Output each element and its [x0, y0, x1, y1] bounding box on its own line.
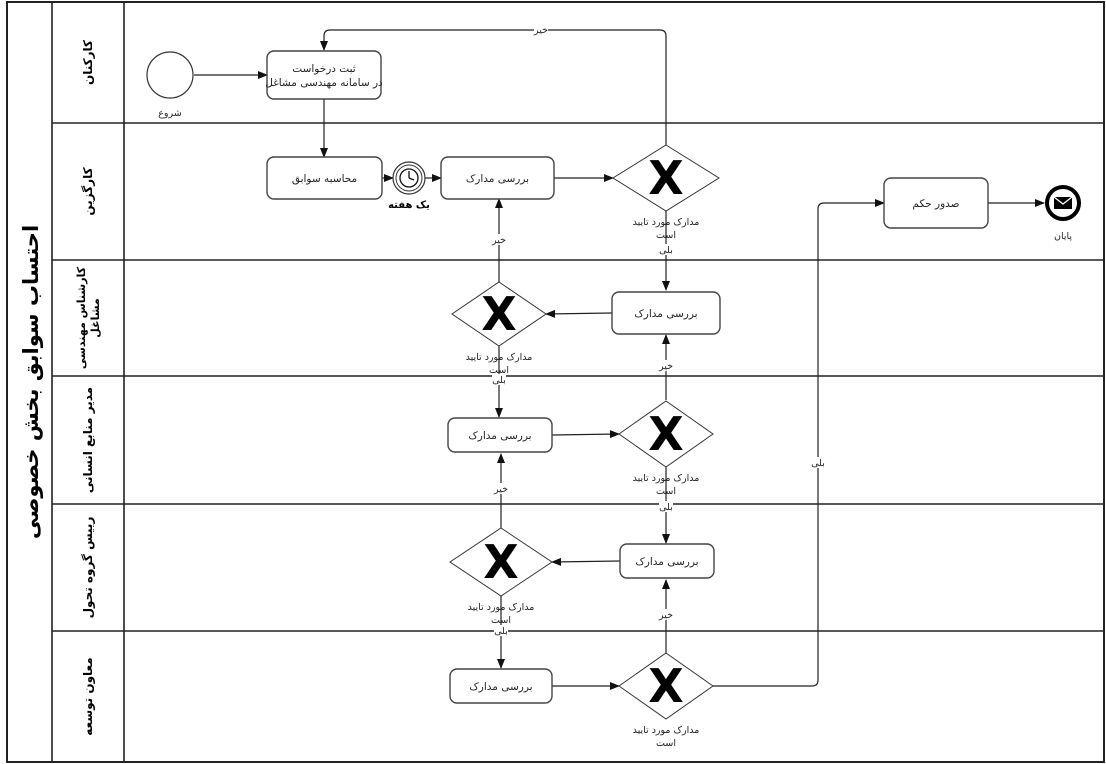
- task-review-moaven[interactable]: بررسی مدارک: [449, 668, 553, 704]
- task-label: بررسی مدارک: [634, 308, 697, 320]
- flow-label-no: خیر: [658, 361, 673, 372]
- task-label: در سامانه مهندسی مشاغل: [265, 77, 383, 89]
- gateway-condition-label: است: [489, 365, 509, 376]
- exclusive-gateway[interactable]: X: [618, 652, 714, 720]
- lane-kargozin: کارگزین: [81, 167, 95, 215]
- task-register[interactable]: ثبت درخواست در سامانه مهندسی مشاغل: [265, 50, 383, 100]
- exclusive-gateway[interactable]: X: [449, 527, 553, 597]
- pool-title: احتساب سوابق بخش خصوصی: [19, 225, 43, 539]
- lane-label: مشاغل: [89, 298, 102, 337]
- task-review-raees[interactable]: بررسی مدارک: [619, 543, 715, 579]
- flow-review-to-gateway3: [551, 430, 620, 439]
- flow-label-yes: بلی: [811, 458, 825, 469]
- lane-raees: رییس گروه تحول: [81, 517, 96, 619]
- exclusive-gateway[interactable]: X: [612, 144, 720, 212]
- end-event-label: پایان: [1054, 231, 1072, 242]
- task-label: بررسی مدارک: [466, 173, 529, 185]
- task-label: صدور حکم: [912, 198, 959, 210]
- gateway-x-marker-icon: X: [648, 407, 683, 461]
- lane-karkonan: کارکنان: [81, 40, 95, 85]
- task-label: بررسی مدارک: [468, 430, 531, 442]
- lane-label: رییس گروه تحول: [81, 517, 96, 619]
- flow-review-to-gateway4: [551, 557, 621, 566]
- task-label: بررسی مدارک: [635, 556, 698, 568]
- flow-review-to-gateway2: [545, 309, 613, 318]
- flow-label-yes: بلی: [492, 375, 506, 386]
- gateway-x-marker-icon: X: [483, 535, 518, 589]
- start-event[interactable]: [146, 51, 194, 99]
- gateway-condition-label: است: [656, 230, 676, 241]
- gateway-condition-label: مدارک مورد تایید: [468, 602, 535, 613]
- lane-label: کارگزین: [81, 167, 95, 215]
- exclusive-gateway[interactable]: X: [451, 281, 547, 347]
- flow-label-yes: بلی: [494, 626, 508, 637]
- task-label: بررسی مدارک: [469, 681, 532, 693]
- timer-event-label: یک هفته: [388, 200, 430, 211]
- sequence-flows: [194, 29, 1045, 690]
- flow-label-no: خیر: [533, 25, 548, 36]
- clock-icon: [399, 168, 419, 188]
- lane-moaven: معاون توسعه: [81, 657, 96, 735]
- gateway-condition-label: مدارک مورد تایید: [633, 725, 700, 736]
- lane-label: مدیر منابع انسانی: [81, 387, 95, 493]
- gateway-x-marker-icon: X: [481, 287, 516, 341]
- flow-gateway1-no-to-register: [320, 29, 667, 145]
- start-event-label: شروع: [158, 108, 181, 119]
- gateway-condition-label: مدارک مورد تایید: [466, 352, 533, 363]
- exclusive-gateway[interactable]: X: [618, 400, 714, 468]
- timer-event[interactable]: [392, 161, 426, 195]
- task-label: ثبت درخواست: [292, 63, 356, 75]
- pool-border: [6, 1, 1105, 763]
- gateway-condition-label: است: [656, 486, 676, 497]
- envelope-icon: [1053, 196, 1073, 209]
- task-issue[interactable]: صدور حکم: [883, 177, 989, 229]
- flow-label-no: خیر: [491, 235, 506, 246]
- flow-label-yes: بلی: [659, 245, 673, 256]
- lane-label: کارکنان: [81, 40, 95, 85]
- end-event[interactable]: [1045, 185, 1081, 221]
- gateway-x-marker-icon: X: [648, 659, 683, 713]
- task-review-kargozin[interactable]: بررسی مدارک: [440, 156, 555, 200]
- task-review-karshenas[interactable]: بررسی مدارک: [611, 291, 721, 335]
- flow-gateway5-yes-to-issue: [713, 199, 885, 687]
- flow-label-no: خیر: [658, 610, 673, 621]
- lane-label: معاون توسعه: [81, 657, 96, 735]
- gateway-x-marker-icon: X: [648, 151, 683, 205]
- gateway-condition-label: است: [491, 615, 511, 626]
- flow-label-no: خیر: [493, 484, 508, 495]
- task-label: محاسبه سوابق: [292, 173, 357, 185]
- task-review-modir[interactable]: بررسی مدارک: [447, 417, 553, 453]
- gateway-condition-label: مدارک مورد تایید: [633, 473, 700, 484]
- flow-label-yes: بلی: [659, 502, 673, 513]
- task-calculate[interactable]: محاسبه سوابق: [266, 156, 383, 200]
- lane-label: کارشناس مهندسی: [75, 266, 88, 369]
- gateway-condition-label: است: [656, 738, 676, 749]
- gateway-condition-label: مدارک مورد تایید: [633, 217, 700, 228]
- lane-modir: مدیر منابع انسانی: [81, 387, 95, 493]
